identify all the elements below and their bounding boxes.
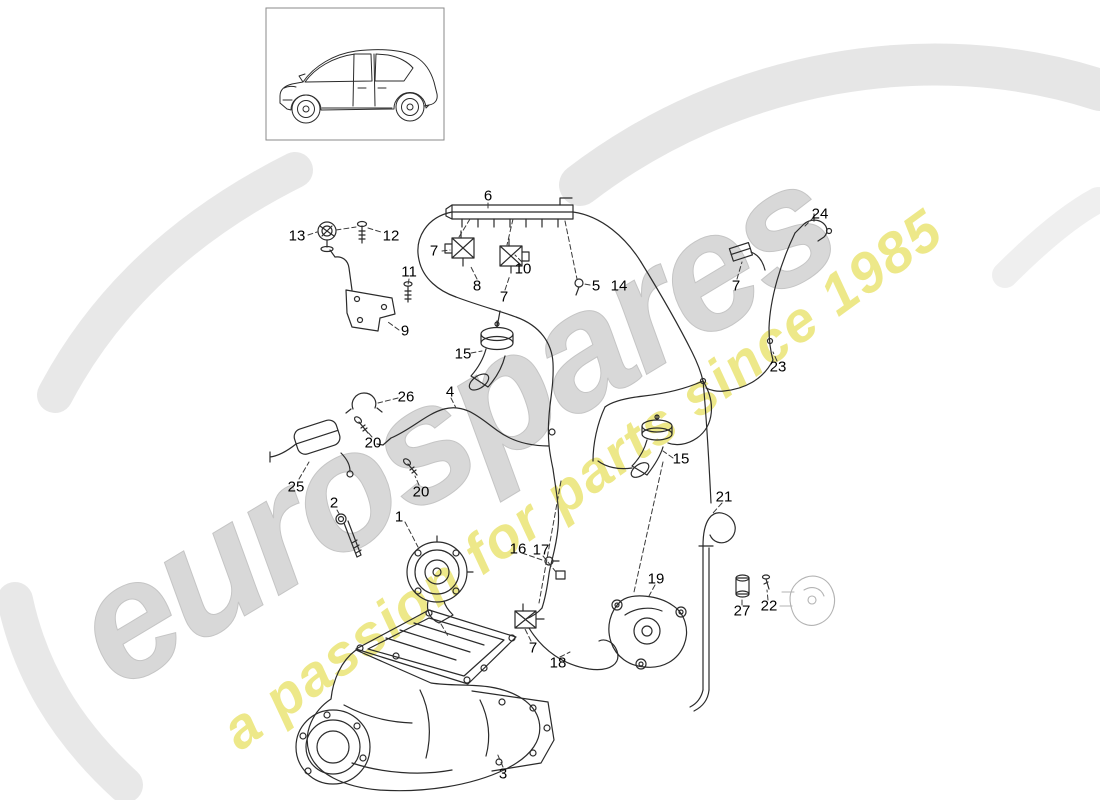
part-17-grommet bbox=[555, 570, 566, 580]
part-number-10[interactable]: 10 bbox=[514, 260, 532, 278]
part-number-8[interactable]: 8 bbox=[472, 277, 482, 295]
part-number-11[interactable]: 11 bbox=[401, 263, 417, 281]
part-number-21[interactable]: 21 bbox=[715, 488, 733, 506]
vehicle-thumbnail bbox=[265, 7, 445, 141]
part-number-7[interactable]: 7 bbox=[528, 639, 538, 657]
part-26-clamp bbox=[345, 392, 383, 414]
car-side-view-drawing bbox=[279, 49, 438, 124]
watermark: eurospares a passion for parts since 198… bbox=[0, 43, 1100, 800]
leader-lines bbox=[298, 202, 815, 768]
part-number-14[interactable]: 14 bbox=[610, 277, 628, 295]
part-5-clip bbox=[574, 278, 584, 296]
part-25-actuator bbox=[269, 419, 354, 478]
part-number-1[interactable]: 1 bbox=[394, 508, 404, 526]
part-number-26[interactable]: 26 bbox=[397, 388, 415, 406]
part-12-screw bbox=[356, 220, 368, 244]
part-20-screw-b bbox=[402, 458, 418, 476]
part-number-7[interactable]: 7 bbox=[731, 277, 741, 295]
part-number-13[interactable]: 13 bbox=[288, 227, 306, 245]
part-3-final-drive-housing bbox=[295, 609, 555, 792]
part-number-25[interactable]: 25 bbox=[287, 478, 305, 496]
part-number-4[interactable]: 4 bbox=[445, 383, 455, 401]
part-6-vacuum-rail bbox=[445, 197, 574, 228]
part-number-27[interactable]: 27 bbox=[733, 602, 751, 620]
parts-line-art bbox=[269, 197, 836, 792]
part-number-3[interactable]: 3 bbox=[498, 765, 508, 783]
part-number-20[interactable]: 20 bbox=[412, 483, 430, 501]
part-13-cap bbox=[317, 221, 337, 253]
part-23-hose bbox=[705, 232, 796, 392]
part-7-solenoid-valve-c bbox=[514, 603, 545, 629]
part-number-20[interactable]: 20 bbox=[364, 434, 382, 452]
part-number-12[interactable]: 12 bbox=[382, 227, 400, 245]
watermark-brand: eurospares bbox=[41, 127, 864, 722]
part-9-bracket bbox=[329, 249, 396, 332]
part-number-5[interactable]: 5 bbox=[591, 277, 601, 295]
part-number-17[interactable]: 17 bbox=[532, 541, 550, 559]
part-number-22[interactable]: 22 bbox=[760, 597, 778, 615]
part-number-7[interactable]: 7 bbox=[499, 288, 509, 306]
part-number-15[interactable]: 15 bbox=[454, 345, 472, 363]
part-number-24[interactable]: 24 bbox=[811, 205, 829, 223]
part-number-23[interactable]: 23 bbox=[769, 358, 787, 376]
part-number-2[interactable]: 2 bbox=[329, 494, 339, 512]
part-7-sensor-right bbox=[728, 241, 766, 271]
part-number-15[interactable]: 15 bbox=[672, 450, 690, 468]
part-27-bushing bbox=[735, 574, 750, 598]
part-20-screw-a bbox=[353, 416, 369, 434]
part-4-pipe bbox=[376, 407, 550, 447]
part-15-air-valve-right bbox=[630, 414, 673, 478]
part-number-19[interactable]: 19 bbox=[647, 570, 665, 588]
part-2-bolt bbox=[335, 513, 362, 558]
part-number-7[interactable]: 7 bbox=[429, 242, 439, 260]
part-1-throttle-body bbox=[406, 535, 474, 624]
vacuum-hose-harness bbox=[417, 211, 713, 671]
part-22-screw bbox=[761, 574, 771, 590]
ghost-reference-part bbox=[779, 575, 836, 626]
part-7-solenoid-valve-b bbox=[499, 238, 530, 274]
part-11-screw bbox=[403, 281, 413, 303]
part-19-pump-bracket bbox=[608, 595, 688, 670]
part-number-16[interactable]: 16 bbox=[509, 540, 527, 558]
part-number-18[interactable]: 18 bbox=[549, 654, 567, 672]
part-number-9[interactable]: 9 bbox=[400, 322, 410, 340]
part-21-pipe bbox=[689, 512, 736, 712]
part-number-6[interactable]: 6 bbox=[483, 187, 493, 205]
